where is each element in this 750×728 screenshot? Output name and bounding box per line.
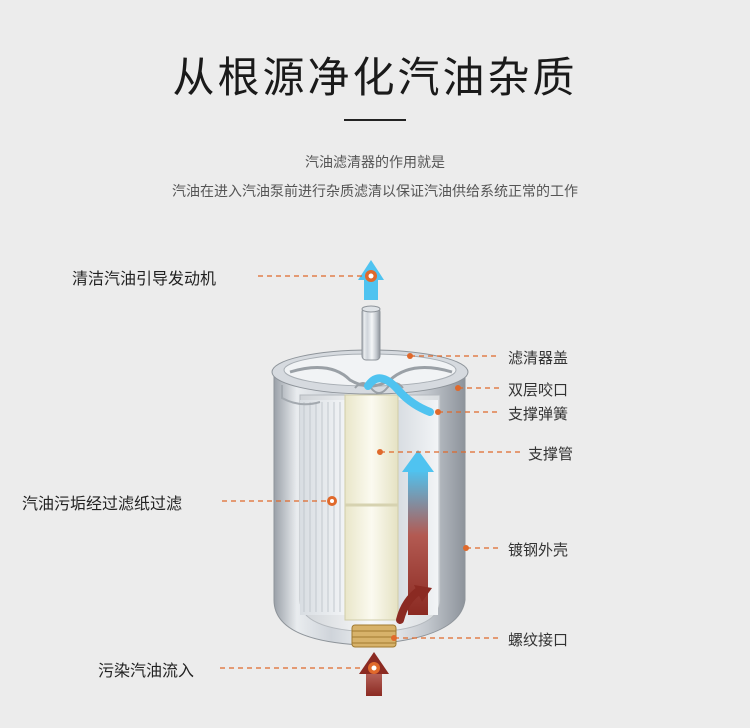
label-spring: 支撑弹簧	[508, 405, 569, 423]
leader-lines	[220, 275, 520, 669]
label-filter-paper: 汽油污垢经过滤纸过滤	[22, 494, 183, 513]
label-cap: 滤清器盖	[508, 349, 569, 367]
thread-port	[351, 624, 397, 648]
dirty-flow-head	[414, 585, 432, 602]
outlet-pipe	[361, 305, 381, 361]
label-thread-port: 螺纹接口	[508, 631, 569, 649]
label-steel-shell: 镀钢外壳	[508, 541, 569, 559]
label-clean-fuel: 清洁汽油引导发动机	[72, 269, 217, 288]
page-title: 从根源净化汽油杂质	[172, 53, 578, 102]
rising-flow-arrow	[402, 450, 434, 615]
label-dirty-fuel: 污染汽油流入	[98, 661, 195, 680]
clean-flow-curve	[364, 374, 434, 416]
leader-dots	[327, 270, 469, 674]
filter-cap	[271, 349, 469, 406]
label-support-tube: 支撑管	[528, 445, 574, 463]
label-double-seal: 双层咬口	[508, 381, 569, 399]
subtitle-line-2: 汽油在进入汽油泵前进行杂质滤清以保证汽油供给系统正常的工作	[172, 184, 578, 200]
title-divider	[344, 119, 406, 121]
support-tube	[344, 394, 399, 621]
steel-shell	[273, 369, 466, 646]
subtitle-line-1: 汽油滤清器的作用就是	[305, 155, 445, 171]
